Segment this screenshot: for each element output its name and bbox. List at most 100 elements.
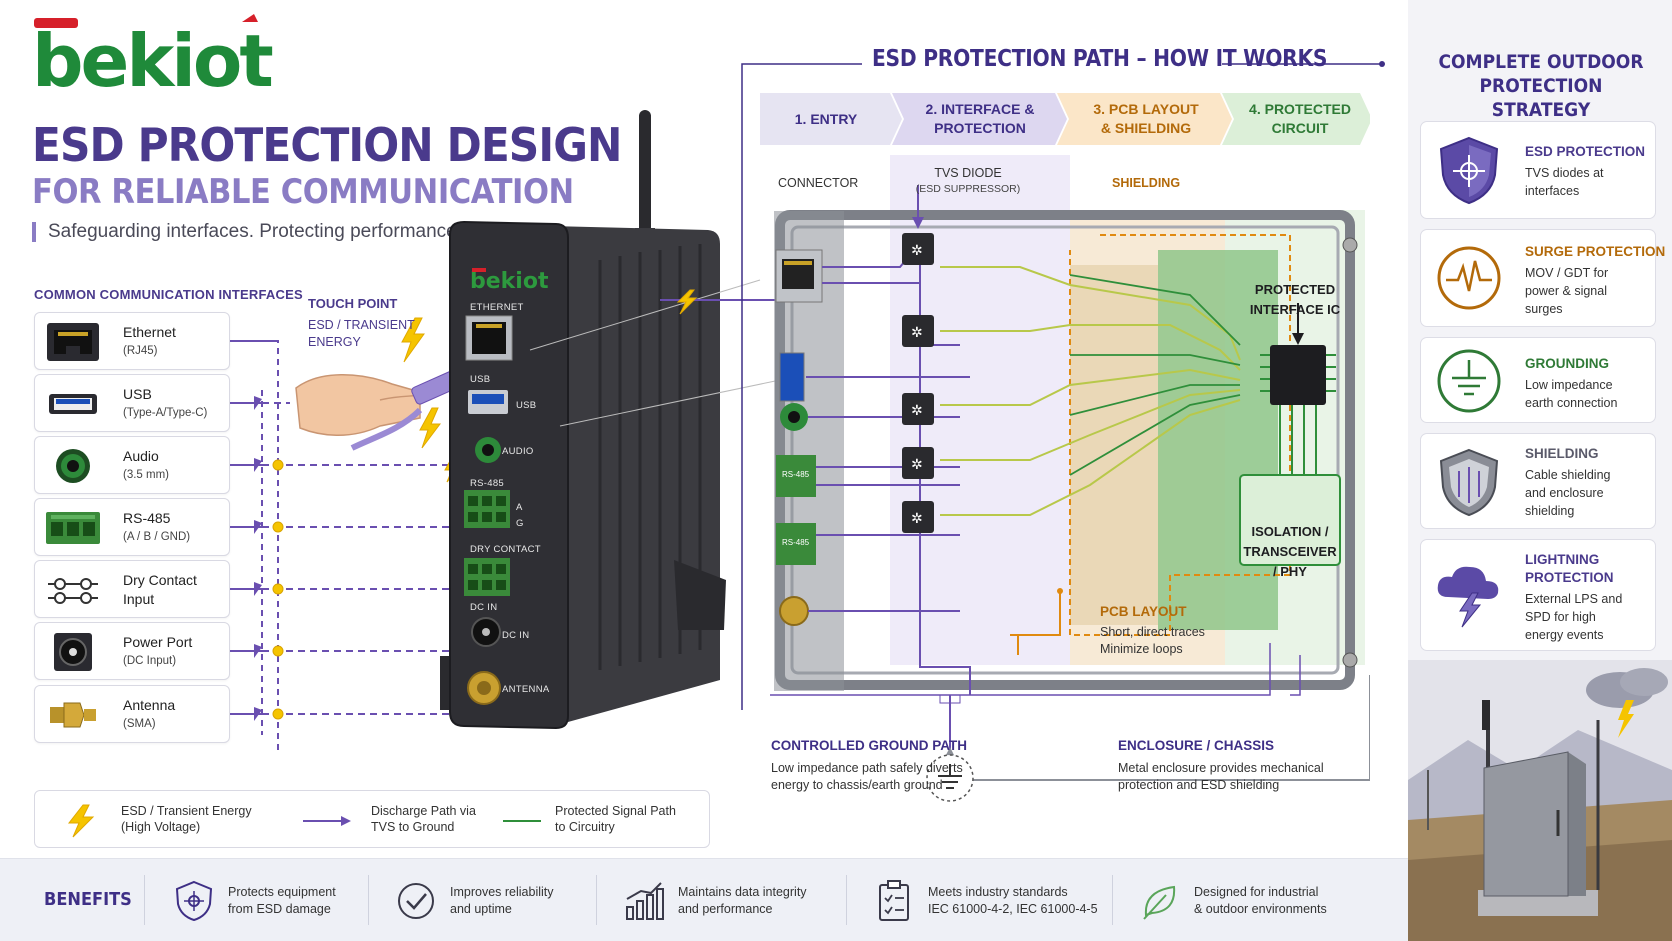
leaf-icon [1138,879,1182,923]
strategy-card-line: SPD for high [1525,610,1596,624]
interface-name: RS-485 [123,510,171,526]
interface-discharge-wiring [230,317,490,750]
svg-text:bekiot: bekiot [32,19,272,94]
strategy-title-line: COMPLETE OUTDOOR [1438,51,1644,73]
sma-connector-icon [45,695,101,735]
pcb-layout-line: Short, direct traces [1100,625,1205,639]
strategy-card-line: External LPS and [1525,592,1623,606]
shield-chip-icon [1431,132,1507,208]
stage-label: 3. PCB LAYOUT [1093,101,1199,117]
interface-card-usb[interactable]: USB (Type-A/Type-C) [34,374,230,432]
shield-chip-icon [172,879,216,923]
benefit-text: Maintains data integrity and performance [678,884,807,918]
isolation-label: TRANSCEIVER [1243,544,1337,559]
legend-text: Discharge Path via [371,804,476,818]
isolation-transceiver-box [1239,474,1341,566]
pcb-layout-title: PCB LAYOUT [1100,604,1187,619]
device-label-g: G [516,518,524,529]
usb-icon [45,384,101,424]
antenna-rod [639,110,651,236]
outdoor-cabinet-illustration [1408,660,1672,941]
svg-text:✲: ✲ [911,511,923,527]
interface-card-antenna[interactable]: Antenna (SMA) [34,685,230,743]
strategy-card-text: Low impedance earth connection [1525,376,1617,412]
divider [368,875,369,925]
tvs-diode: ✲ [902,233,934,265]
benefit-line: Improves reliability [450,885,554,899]
enclosure-title: ENCLOSURE / CHASSIS [1118,738,1275,753]
strategy-title: COMPLETE OUTDOOR PROTECTION STRATEGY [1432,50,1650,122]
divider [1112,875,1113,925]
tvs-diode: ✲ [902,447,934,479]
interface-card-ethernet[interactable]: Ethernet (RJ45) [34,312,230,370]
isolation-label: / PHY [1273,564,1307,579]
strategy-card-line: MOV / GDT for [1525,266,1609,280]
benefit-line: from ESD damage [228,902,331,916]
legend-protected: Protected Signal Path to Circuitry [555,803,676,835]
benefit-line: Meets industry standards [928,885,1068,899]
tvs-diode-sublabel: (ESD SUPPRESSOR) [915,183,1021,195]
bekiot-logo: bekiot [32,14,275,103]
benefits-bar: BENEFITS Protects equipment from ESD dam… [0,858,1408,941]
interface-card-power-port[interactable]: Power Port (DC Input) [34,622,230,680]
strategy-card-line: surges [1525,302,1563,316]
rs485-port-label: RS-485 [782,538,810,547]
bar-chart-icon [622,879,666,923]
stage-label: CIRCUIT [1271,120,1329,136]
interface-card-dry-contact[interactable]: Dry Contact Input [34,560,230,618]
ground-path-line: energy to chassis/earth ground [771,778,943,792]
ground-symbol-icon [926,754,974,802]
divider [846,875,847,925]
benefit-text: Designed for industrial & outdoor enviro… [1194,884,1327,918]
legend: ESD / Transient Energy (High Voltage) Di… [34,790,710,848]
strategy-card-line: power & signal [1525,284,1607,298]
interface-detail: (Type-A/Type-C) [123,407,208,419]
discharge-line-icon [303,816,351,826]
benefit-line: Designed for industrial [1194,885,1319,899]
checklist-icon [872,879,916,923]
strategy-card-surge: SURGE PROTECTION MOV / GDT for power & s… [1420,229,1665,327]
strategy-card-grounding: GROUNDING Low impedance earth connection [1420,337,1656,423]
legend-discharge: Discharge Path via TVS to Ground [371,803,476,835]
esd-path-frame [741,61,1385,710]
touch-point-text: ESD / TRANSIENT ENERGY [308,317,415,351]
stage-protected-circuit: 4. PROTECTED CIRCUIT [1232,93,1368,145]
strategy-card-text: Cable shielding and enclosure shielding [1525,466,1610,520]
interface-detail: Input [123,591,155,607]
pcb-layout-text: Short, direct traces Minimize loops [1100,624,1205,658]
device-label-dry-contact: DRY CONTACT [470,544,541,555]
interface-name: Audio [123,448,159,464]
strategy-card-esd: ESD PROTECTION TVS diodes at interfaces [1420,121,1656,219]
device-label-usb-top: USB [470,374,491,385]
surge-wave-icon [1431,240,1507,316]
rs485-port-label: RS-485 [782,470,810,479]
benefit-text: Protects equipment from ESD damage [228,884,336,918]
stage-banner [760,93,1370,145]
interface-card-audio[interactable]: Audio (3.5 mm) [34,436,230,494]
strategy-card-line: Cable shielding [1525,468,1611,482]
stage-interface-protection: 2. INTERFACE &PROTECTION [900,93,1060,145]
touch-point-line: ENERGY [308,335,361,349]
enclosure-line: Metal enclosure provides mechanical [1118,761,1324,775]
isolation-label: ISOLATION / [1251,524,1329,539]
strategy-card-lightning: LIGHTNING PROTECTION External LPS and SP… [1420,539,1656,651]
terminal-block-icon [45,508,101,548]
tvs-diode-label: TVS DIODE [934,166,1002,180]
strategy-card-line: energy events [1525,628,1604,642]
strategy-card-title: SURGE PROTECTION [1525,244,1666,259]
strategy-card-title: LIGHTNING [1525,552,1600,567]
strategy-card-text: External LPS and SPD for high energy eve… [1525,590,1622,644]
protected-interface-ic [1260,345,1336,475]
shield-icon [1431,444,1507,520]
touch-point-title: TOUCH POINT [308,296,398,311]
page-subtitle: FOR RELIABLE COMMUNICATION [32,172,574,212]
benefit-line: and performance [678,902,773,916]
interface-card-rs485[interactable]: RS-485 (A / B / GND) [34,498,230,556]
interface-name: Power Port [123,634,193,650]
stage-pcb-layout: 3. PCB LAYOUT& SHIELDING [1066,93,1226,145]
stage-label: 1. ENTRY [794,110,858,127]
legend-text: Protected Signal Path [555,804,676,818]
device-label-a: A [516,502,523,513]
stage-label: 4. PROTECTED [1249,101,1351,117]
interface-name: Ethernet [123,324,176,340]
